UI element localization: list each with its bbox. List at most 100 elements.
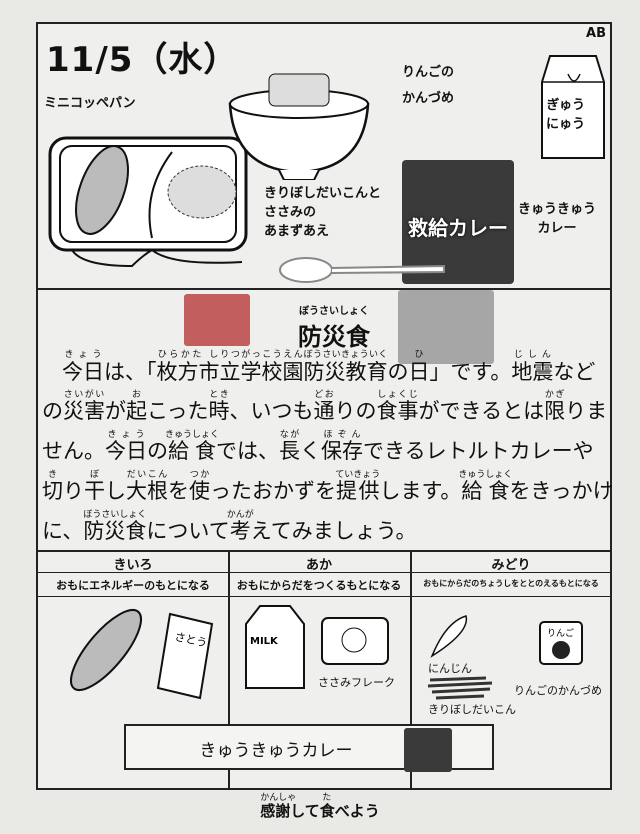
ruby-word: 地震じしん — [511, 350, 554, 384]
ruby-word: 時とき — [208, 390, 230, 423]
curry-label-line: カレー — [537, 221, 577, 236]
text-run: えてみましょう。 — [250, 519, 417, 543]
ruby-word: 干ぼ — [84, 470, 105, 503]
curry-label: きゅうきゅう カレー — [518, 200, 596, 238]
section-heading: ぼうさいしょく 防災食 — [274, 302, 394, 352]
group-green-item: りんごのかんづめ — [514, 684, 602, 697]
text-run: では、 — [216, 439, 280, 463]
text-run: 、いつも — [229, 399, 314, 423]
text-run: の — [147, 439, 168, 463]
ruby-word: 限かぎ — [544, 390, 566, 423]
ruby-word: 保存ほぞん — [321, 430, 364, 463]
date-title: 11/5（水） — [46, 40, 239, 80]
divider — [38, 288, 610, 290]
menu-sheet: 11/5（水） AB ミニコッペパン りんごの かんづめ ぎゅう にゅう きりぼ… — [36, 22, 614, 790]
salad-label-line: ささみの — [264, 205, 317, 220]
group-green-item: きりぼしだいこん — [428, 703, 516, 716]
paragraph-line: せん。今日きょうの給食きゅうしょくでは、長ながく保存ほぞんできるレトルトカレーや — [42, 430, 612, 470]
text-run: の — [42, 399, 63, 423]
group-yellow-desc: おもにエネルギーのもとになる — [56, 579, 210, 592]
milk-icon: MILK — [245, 605, 305, 689]
spoon-icon — [279, 257, 445, 283]
footer-text: 感謝して食べよう — [260, 802, 380, 820]
curry-package-label: 救給カレー — [408, 216, 508, 240]
ruby-word: 災害さいがい — [63, 390, 105, 423]
intro-paragraph: 今日きょうは、「枚方市ひらかた し立学校園りつがっこうえん防災教育ぼうさいきょう… — [42, 350, 614, 550]
text-run: が — [105, 399, 126, 423]
milk-label: ぎゅう にゅう — [546, 96, 585, 134]
text-run: の — [387, 360, 409, 384]
salad-label: きりぼしだいこんと ささみの あまずあえ — [264, 184, 381, 241]
emergency-food-image — [184, 294, 250, 346]
text-run: できるレトルトカレーや — [363, 439, 594, 463]
curry-package-image: 救給カレー — [402, 160, 514, 284]
group-green-item: にんじん — [428, 662, 472, 675]
paragraph-line: 今日きょうは、「枚方市ひらかた し立学校園りつがっこうえん防災教育ぼうさいきょう… — [42, 350, 612, 390]
ruby-word: 提供ていきょう — [335, 470, 381, 503]
salad-label-line: あまずあえ — [264, 224, 330, 239]
carrot-icon — [430, 615, 468, 658]
group-red-item: ささみフレーク — [318, 676, 395, 689]
text-run: ったおかずを — [210, 479, 336, 503]
curry-package-thumbnail — [404, 728, 452, 772]
divider — [38, 550, 610, 552]
apple-label: りんごの かんづめ — [402, 60, 454, 112]
text-run: は、「 — [104, 360, 157, 384]
apple-bowl-icon — [228, 73, 370, 180]
paragraph-line: の災害さいがいが起おこった時とき、いつも通どおりの食事しょくじができるとは限かぎ… — [42, 390, 612, 430]
dried-radish-icon — [427, 676, 493, 700]
text-run: ができるとは — [418, 399, 545, 423]
ruby-word: 長なが — [279, 430, 301, 463]
ruby-word: 起お — [126, 390, 147, 423]
text-run: します。 — [379, 479, 462, 503]
bread-icon: さとう — [70, 608, 214, 700]
can-label: りんご — [547, 627, 574, 639]
ruby-word: 給食きゅうしょく — [458, 470, 513, 503]
ruby-word: 今日きょう — [62, 350, 104, 384]
text-run: く — [300, 439, 322, 463]
curry-label-line: きゅうきゅう — [518, 202, 597, 217]
text-run: こった — [147, 399, 209, 423]
ruby-word: 枚方市ひらかた し — [156, 350, 220, 384]
group-green-header: みどり — [491, 558, 531, 573]
sheet-code: AB — [586, 26, 606, 41]
milk-label-line: にゅう — [546, 117, 586, 132]
apple-can-icon: りんご — [539, 621, 583, 665]
ruby-word: 使つか — [189, 470, 210, 503]
text-run: 」です。 — [429, 360, 512, 384]
bread-label: ミニコッペパン — [44, 96, 136, 111]
footer-slogan: かんしゃ た 感謝して食べよう — [0, 790, 640, 821]
ruby-word: 日ひ — [408, 350, 430, 384]
emergency-supplies-image — [398, 290, 494, 364]
divider — [228, 550, 230, 788]
apple-label-line: りんごの — [402, 65, 455, 80]
divider — [38, 572, 610, 573]
milk-carton-label: MILK — [250, 636, 279, 647]
ruby-word: 今日きょう — [105, 430, 147, 463]
ruby-word: 切き — [42, 470, 63, 503]
footer-ruby: た — [322, 793, 332, 803]
group-yellow-header: きいろ — [113, 558, 153, 573]
text-run: りま — [565, 399, 608, 423]
group-green-desc: おもにからだのちょうしをととのえるもとになる — [423, 579, 599, 588]
apple-label-line: かんづめ — [402, 91, 455, 106]
ruby-word: 立学校園りつがっこうえん — [219, 350, 304, 384]
curry-box: きゅうきゅうカレー — [124, 724, 494, 772]
ruby-word: 防災教育ぼうさいきょういく — [303, 350, 388, 384]
ruby-word: 通どお — [313, 390, 335, 423]
divider — [38, 596, 610, 597]
sasami-flake-icon — [321, 617, 389, 665]
ruby-word: 大根だいこん — [126, 470, 168, 503]
section-heading-ruby: ぼうさいしょく — [299, 306, 369, 317]
divider — [410, 550, 412, 788]
text-run: し — [105, 479, 126, 503]
ruby-word: 防災食ぼうさいしょく — [83, 510, 147, 543]
footer-wrap: かんしゃ た 感謝して食べよう — [260, 790, 380, 821]
text-run: りの — [334, 399, 377, 423]
salad-label-line: きりぼしだいこんと — [264, 186, 382, 201]
section-heading-title: 防災食 — [298, 323, 370, 351]
text-run: について — [146, 519, 230, 543]
text-run: を — [168, 479, 189, 503]
text-run: せん。 — [42, 439, 105, 463]
paragraph-line: に、防災食ぼうさいしょくについて考かんがえてみましょう。 — [42, 510, 612, 550]
